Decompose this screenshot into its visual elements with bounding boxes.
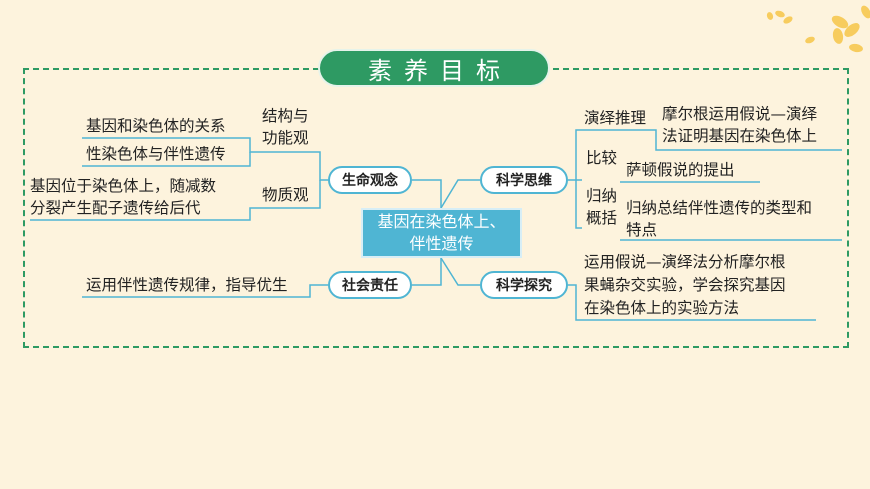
node-social-responsibility: 社会责任 — [328, 271, 412, 299]
label-comparison: 比较 — [586, 149, 618, 167]
item-sex-linked-types-2: 特点 — [626, 221, 658, 239]
item-inquiry-3: 在染色体上的实验方法 — [584, 299, 740, 317]
label-structure-function-1: 结构与 — [262, 107, 309, 125]
item-gene-on-chromosome-1: 基因位于染色体上，随减数 — [30, 177, 217, 195]
node-scientific-inquiry: 科学探究 — [480, 271, 568, 299]
node-scientific-thinking: 科学思维 — [480, 166, 568, 194]
flower-decoration — [766, 5, 870, 53]
center-topic-line1: 基因在染色体上、 — [377, 212, 506, 231]
label-induction-2: 概括 — [586, 209, 618, 227]
label-structure-function-2: 功能观 — [262, 129, 309, 147]
page-title: 素养目标 — [318, 49, 550, 87]
item-sex-chromosome: 性染色体与伴性遗传 — [86, 145, 226, 163]
item-morgan-1: 摩尔根运用假说—演绎 — [662, 105, 818, 123]
label-induction-1: 归纳 — [586, 187, 618, 205]
label-material-view: 物质观 — [262, 186, 309, 204]
item-eugenics: 运用伴性遗传规律，指导优生 — [86, 276, 288, 294]
item-gene-on-chromosome-2: 分裂产生配子遗传给后代 — [30, 199, 201, 217]
item-sex-linked-types-1: 归纳总结伴性遗传的类型和 — [626, 199, 813, 217]
item-gene-chromosome: 基因和染色体的关系 — [86, 117, 226, 135]
center-topic-line2: 伴性遗传 — [409, 234, 474, 253]
node-life-concept: 生命观念 — [328, 166, 412, 194]
label-deduction: 演绎推理 — [584, 109, 647, 127]
center-topic: 基因在染色体上、 伴性遗传 — [361, 208, 522, 258]
item-sutton: 萨顿假说的提出 — [626, 161, 735, 179]
item-inquiry-2: 果蝇杂交实验，学会探究基因 — [584, 276, 786, 294]
item-morgan-2: 法证明基因在染色体上 — [662, 127, 818, 145]
item-inquiry-1: 运用假说—演绎法分析摩尔根 — [584, 253, 786, 271]
